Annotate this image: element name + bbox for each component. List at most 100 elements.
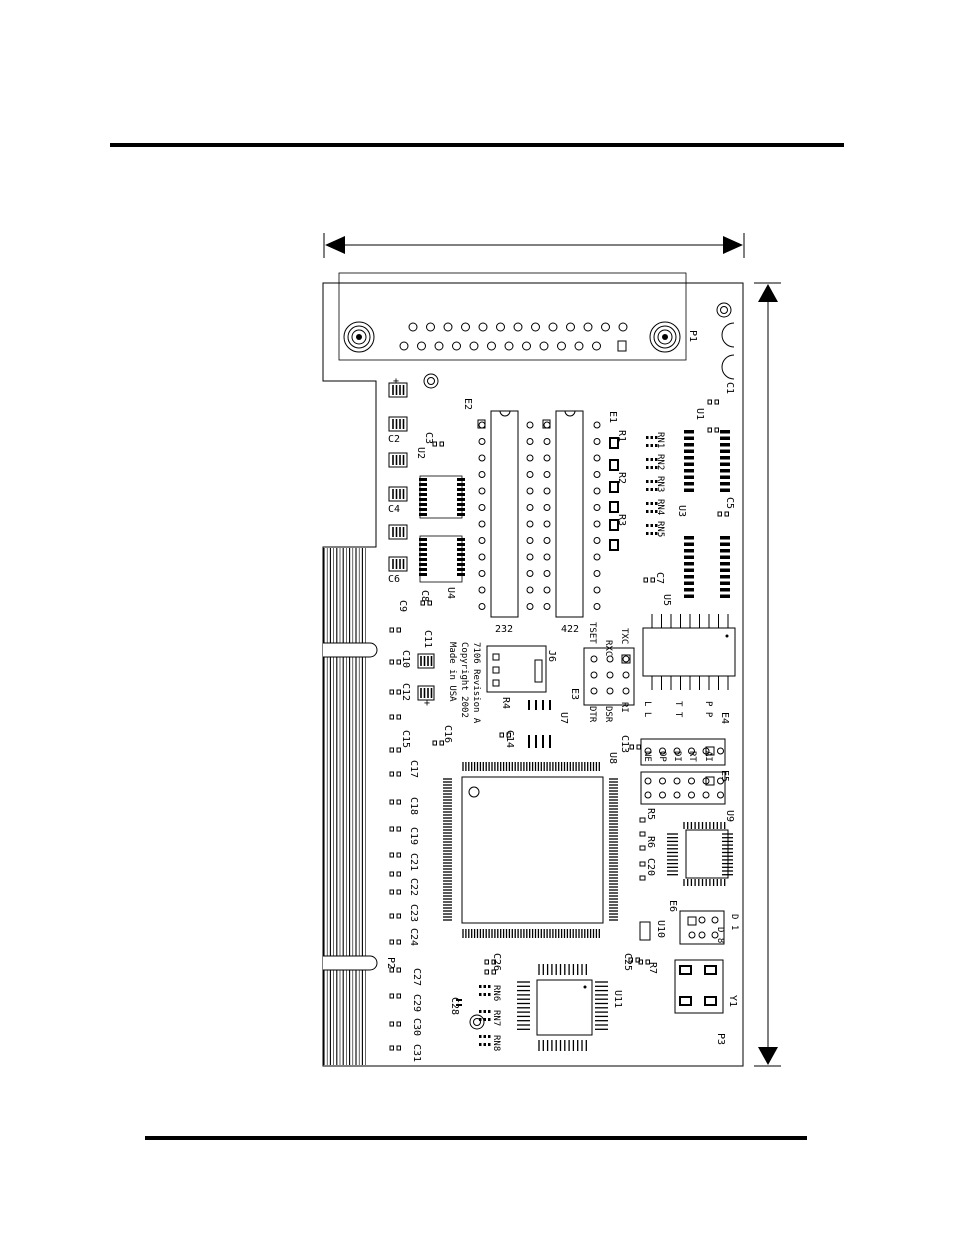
soic-pad <box>419 553 427 556</box>
smd-pad <box>484 959 489 965</box>
smd-pad <box>396 826 401 832</box>
pin1-square <box>705 776 715 786</box>
via-hole <box>593 553 601 561</box>
db25-pin <box>443 322 453 332</box>
soic-pad <box>419 568 427 571</box>
header-hole <box>622 671 630 679</box>
soic-pad <box>457 558 465 561</box>
label-u10: U10 <box>655 920 666 938</box>
smd-pad <box>628 957 633 963</box>
via-hole <box>526 504 534 511</box>
dip-socket-232 <box>490 410 519 618</box>
header-hole <box>673 747 681 755</box>
smd-pad <box>506 732 511 738</box>
header-hole <box>622 687 630 695</box>
label-u7: U7 <box>558 712 569 724</box>
smd-pad <box>396 689 401 695</box>
via-hole <box>478 471 486 478</box>
label-e1: E1 <box>607 411 618 423</box>
label-d18b: D 8 <box>715 927 725 943</box>
db25-pin <box>478 322 488 332</box>
rn-pad <box>655 458 658 461</box>
ic-pad <box>720 588 730 592</box>
label-ne: NE <box>642 751 652 762</box>
rn-pad <box>655 510 658 513</box>
header-hole <box>698 931 706 939</box>
smd-pad <box>389 967 394 973</box>
rn-pad <box>655 532 658 535</box>
db25-pin <box>618 322 628 332</box>
rn-pad <box>488 1043 491 1046</box>
smd-pad <box>420 600 425 606</box>
connector-notch-upper <box>323 642 378 658</box>
via-hole <box>543 504 551 511</box>
label-e3: E3 <box>569 688 580 700</box>
ic-pad <box>684 588 694 592</box>
smd-pad <box>650 577 655 583</box>
smd-pad <box>389 747 394 753</box>
jumper-e5 <box>640 771 726 805</box>
smd-pad <box>396 771 401 777</box>
chip-u8-qfp <box>461 776 604 924</box>
via-hole <box>593 570 601 577</box>
rn-pad <box>646 532 649 535</box>
label-r3: R3 <box>616 514 627 526</box>
via-hole <box>526 421 534 429</box>
soic-pad <box>457 483 465 486</box>
smd-pad <box>396 1021 401 1027</box>
header-hole <box>606 655 614 663</box>
width-dimension-arrow <box>323 233 745 258</box>
label-r7: R7 <box>647 962 658 974</box>
soic-pad <box>419 543 427 546</box>
label-e6: E6 <box>667 900 678 912</box>
header-hole <box>606 687 614 695</box>
label-c3: C3 <box>423 432 434 444</box>
label-c16: C16 <box>442 725 453 743</box>
capacitor <box>388 486 408 502</box>
ic-pad <box>684 536 694 540</box>
ic-pad <box>684 475 694 479</box>
db25-pin <box>601 322 610 332</box>
db25-pin <box>531 322 540 332</box>
ic-pad <box>720 581 730 585</box>
label-e4: E4 <box>719 712 730 724</box>
smd-pad <box>636 744 641 750</box>
db25-pin <box>469 341 479 351</box>
pin1-square <box>705 746 715 756</box>
db25-pin <box>574 341 584 351</box>
via-hole <box>543 537 551 544</box>
smd-pad <box>707 427 712 433</box>
soic-pad <box>419 558 427 561</box>
rn-pad <box>650 524 653 527</box>
via-hole <box>526 487 534 495</box>
db25-pin <box>417 341 426 351</box>
db25-pin <box>408 322 418 332</box>
header-hole <box>659 777 666 785</box>
smd-pad <box>396 967 401 973</box>
ic-pad <box>720 549 730 553</box>
smd-pad <box>432 441 437 447</box>
soic-pad <box>419 513 427 516</box>
label-rn3: RN3 <box>655 476 665 492</box>
ic-pad <box>720 449 730 453</box>
smd-pad <box>629 744 634 750</box>
soic-pad <box>419 493 427 496</box>
ic-pad <box>684 449 694 453</box>
rn-pad <box>479 1010 482 1013</box>
label-op: OP <box>657 751 667 762</box>
chip-u11 <box>536 979 593 1036</box>
smd-pad <box>389 913 394 919</box>
label-c7: C7 <box>654 572 665 584</box>
soic-pad <box>419 573 427 576</box>
db25-pin <box>592 341 601 351</box>
label-c15: C15 <box>400 730 411 748</box>
smd-pad <box>389 1021 394 1027</box>
label-c23: C23 <box>408 904 419 922</box>
ic-pad <box>720 488 730 492</box>
via-hole <box>478 454 486 462</box>
via-hole <box>526 471 534 478</box>
ic-pad <box>720 475 730 479</box>
ic-pad <box>720 575 730 579</box>
jumper-e3 <box>583 647 635 706</box>
via-hole <box>543 454 551 462</box>
